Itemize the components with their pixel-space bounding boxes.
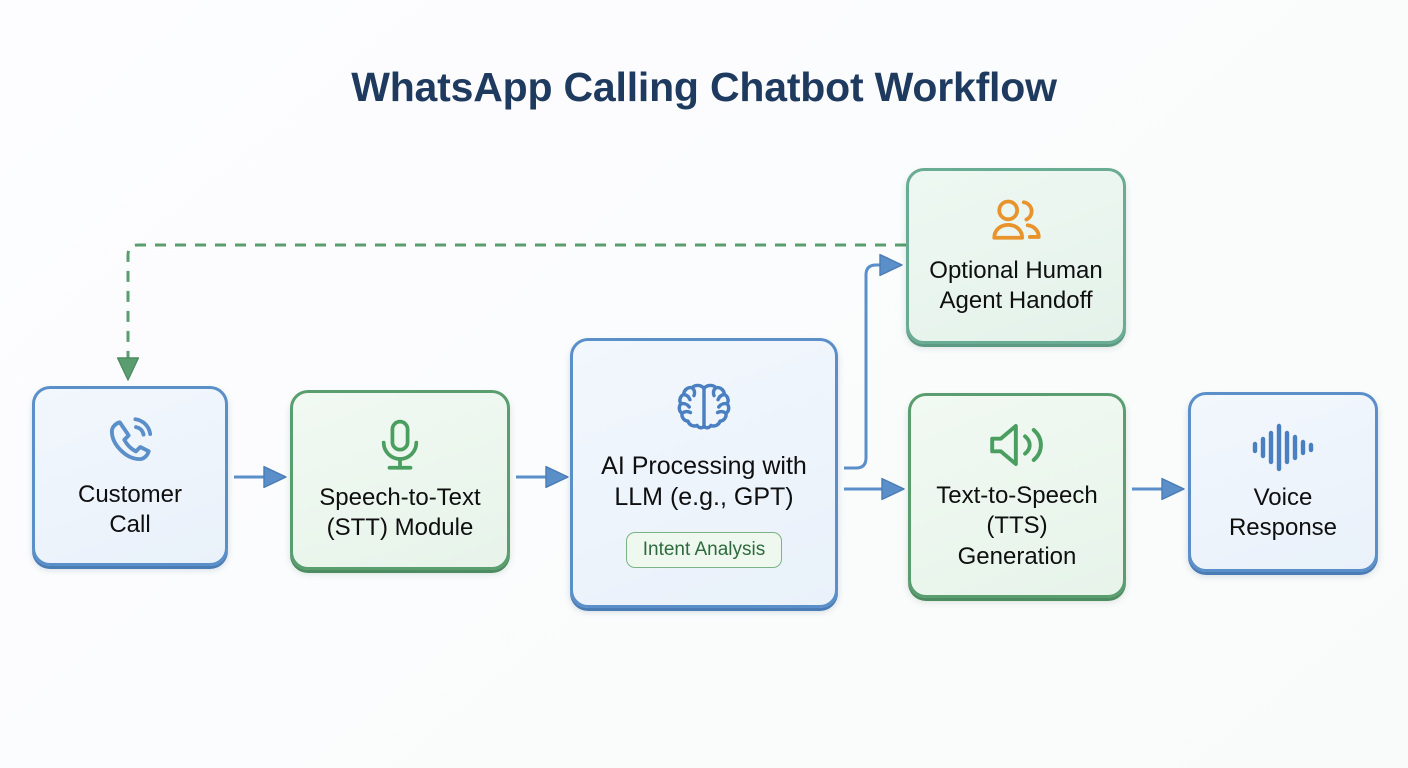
node-label: Customer Call [77, 480, 183, 538]
node-optional-human-agent-handoff[interactable]: Optional Human Agent Handoff [906, 168, 1126, 344]
node-ai-processing[interactable]: AI Processing with LLM (e.g., GPT) Inten… [570, 338, 838, 608]
phone-call-icon [101, 412, 159, 470]
node-label: Text-to-Speech (TTS) Generation [936, 482, 1098, 570]
microphone-icon [373, 417, 427, 473]
node-label: Optional Human Agent Handoff [929, 256, 1103, 314]
node-voice-response[interactable]: Voice Response [1188, 392, 1378, 572]
intent-analysis-badge[interactable]: Intent Analysis [625, 531, 783, 568]
people-icon [987, 196, 1045, 246]
waveform-icon [1250, 421, 1316, 473]
node-label: AI Processing with LLM (e.g., GPT) [601, 451, 807, 512]
speaker-icon [987, 419, 1047, 471]
node-label: Speech-to-Text (STT) Module [319, 483, 481, 541]
node-customer-call[interactable]: Customer Call [32, 386, 228, 566]
page-title: WhatsApp Calling Chatbot Workflow [351, 64, 1057, 110]
brain-icon [673, 379, 735, 437]
edge-ai-to-handoff [844, 253, 903, 470]
node-stt[interactable]: Speech-to-Text (STT) Module [290, 390, 510, 570]
node-label: Voice Response [1228, 483, 1338, 541]
node-tts[interactable]: Text-to-Speech (TTS) Generation [908, 393, 1126, 598]
